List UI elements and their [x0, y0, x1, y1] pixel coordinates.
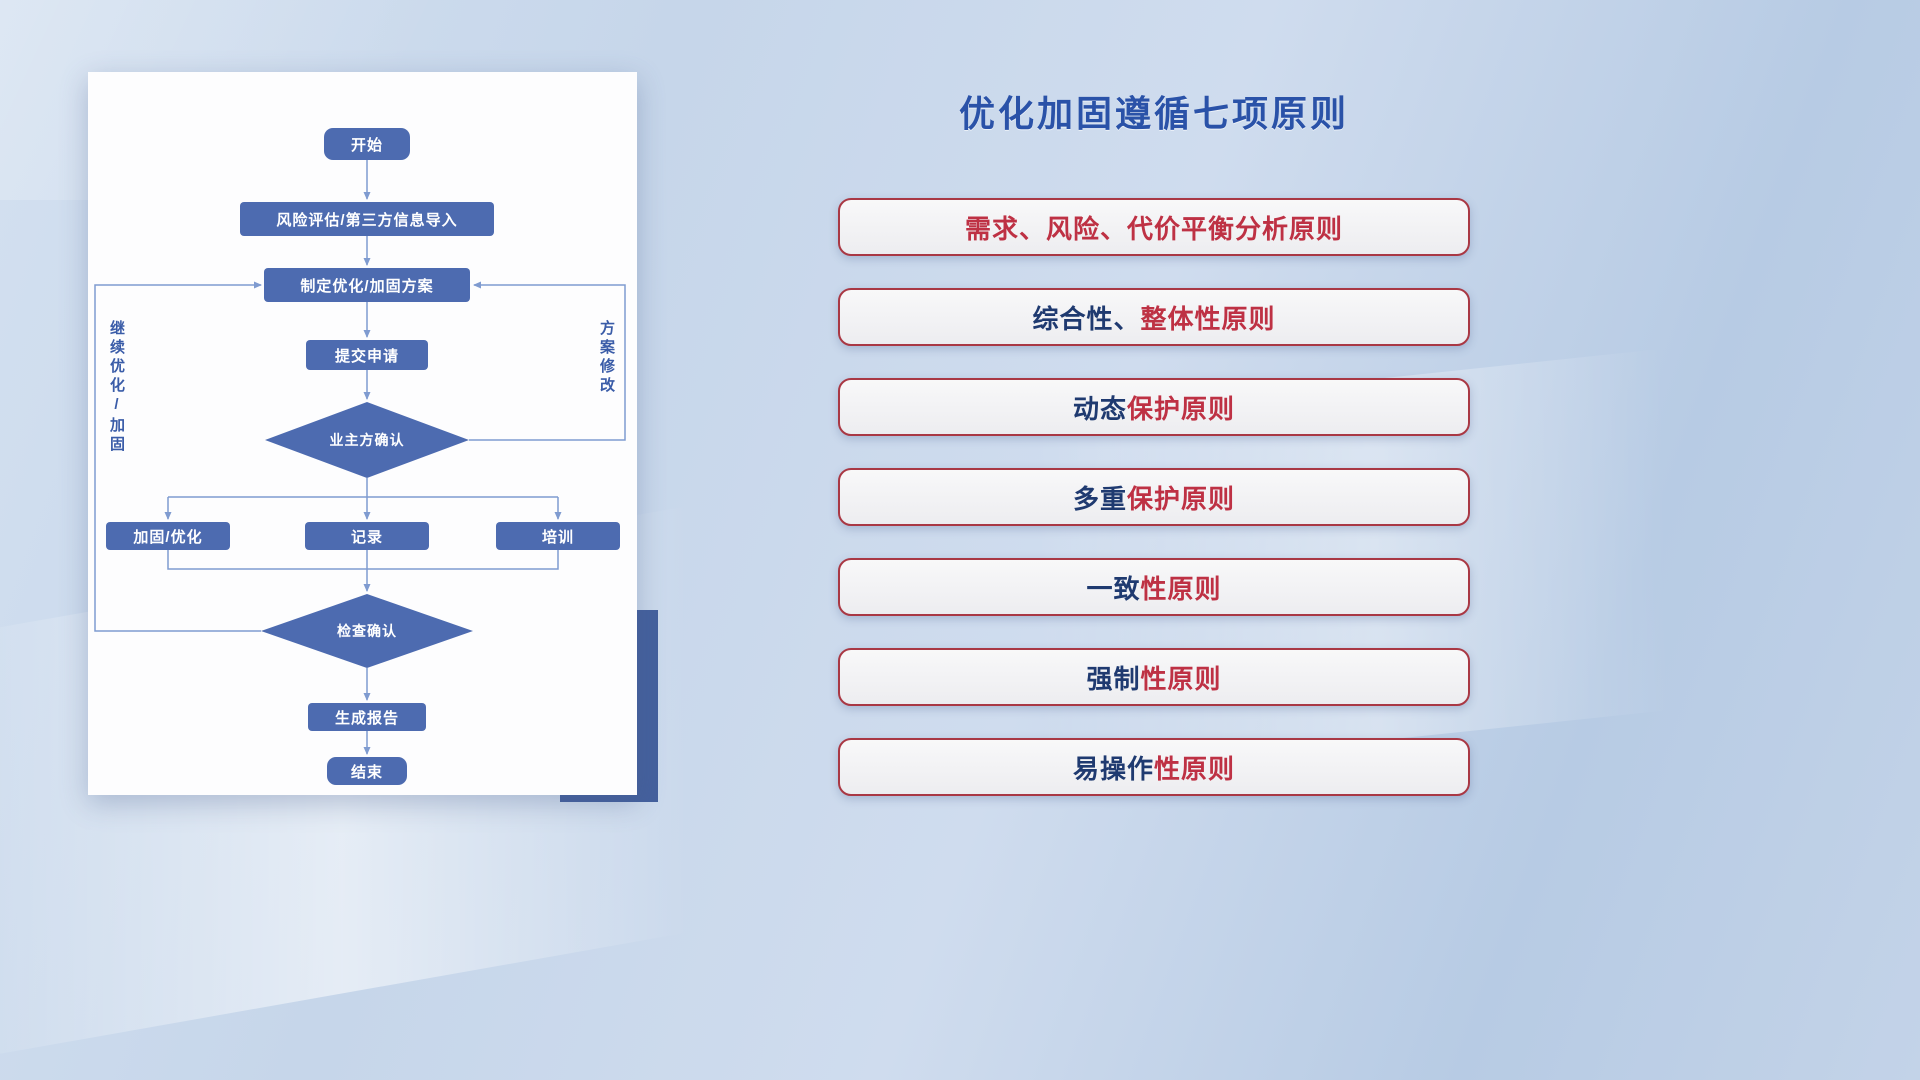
principle-item: 综合性、整体性原则 — [838, 288, 1470, 346]
principle-text-primary: 易操作 — [1072, 753, 1154, 784]
flow-node-start: 开始 — [324, 128, 410, 160]
flow-node-report: 生成报告 — [308, 703, 426, 731]
principle-text-primary: 综合性、 — [1032, 303, 1141, 334]
principle-text-highlight: 保护原则 — [1127, 393, 1236, 424]
flow-node-training: 培训 — [496, 522, 620, 550]
principles-list: 需求、风险、代价平衡分析原则 综合性、整体性原则 动态保护原则 多重保护原则 一… — [838, 198, 1470, 796]
principle-item: 多重保护原则 — [838, 468, 1470, 526]
flow-node-record: 记录 — [305, 522, 429, 550]
panel-title: 优化加固遵循七项原则 — [958, 93, 1349, 134]
loop-label-continue-optimize: 继续优化/加固 — [108, 320, 125, 455]
principle-text-primary: 动态 — [1072, 393, 1127, 424]
principle-text-highlight: 性原则 — [1140, 573, 1222, 604]
principle-text-highlight: 性原则 — [1140, 663, 1222, 694]
principle-text-highlight: 保护原则 — [1127, 483, 1236, 514]
flow-node-make-plan: 制定优化/加固方案 — [264, 268, 470, 302]
flow-node-reinforce: 加固/优化 — [106, 522, 230, 550]
principle-item: 易操作性原则 — [838, 738, 1470, 796]
principle-item: 需求、风险、代价平衡分析原则 — [838, 198, 1470, 256]
principle-item: 强制性原则 — [838, 648, 1470, 706]
principles-panel: 优化加固遵循七项原则 需求、风险、代价平衡分析原则 综合性、整体性原则 动态保护… — [838, 92, 1470, 796]
loop-label-plan-revise: 方案修改 — [598, 320, 615, 396]
principle-item: 一致性原则 — [838, 558, 1470, 616]
principle-text-highlight: 需求、风险、代价平衡分析原则 — [964, 213, 1343, 244]
principle-item: 动态保护原则 — [838, 378, 1470, 436]
flow-node-end: 结束 — [327, 757, 407, 785]
flowchart-card: 开始 风险评估/第三方信息导入 制定优化/加固方案 提交申请 业主方确认 加固/… — [88, 72, 637, 795]
principle-text-highlight: 性原则 — [1154, 753, 1236, 784]
principle-text-primary: 多重 — [1072, 483, 1127, 514]
principle-text-primary: 一致 — [1086, 573, 1141, 604]
flow-node-risk-import: 风险评估/第三方信息导入 — [240, 202, 494, 236]
flow-node-submit: 提交申请 — [306, 340, 428, 370]
principle-text-highlight: 整体性原则 — [1140, 303, 1276, 334]
principle-text-primary: 强制 — [1086, 663, 1141, 694]
